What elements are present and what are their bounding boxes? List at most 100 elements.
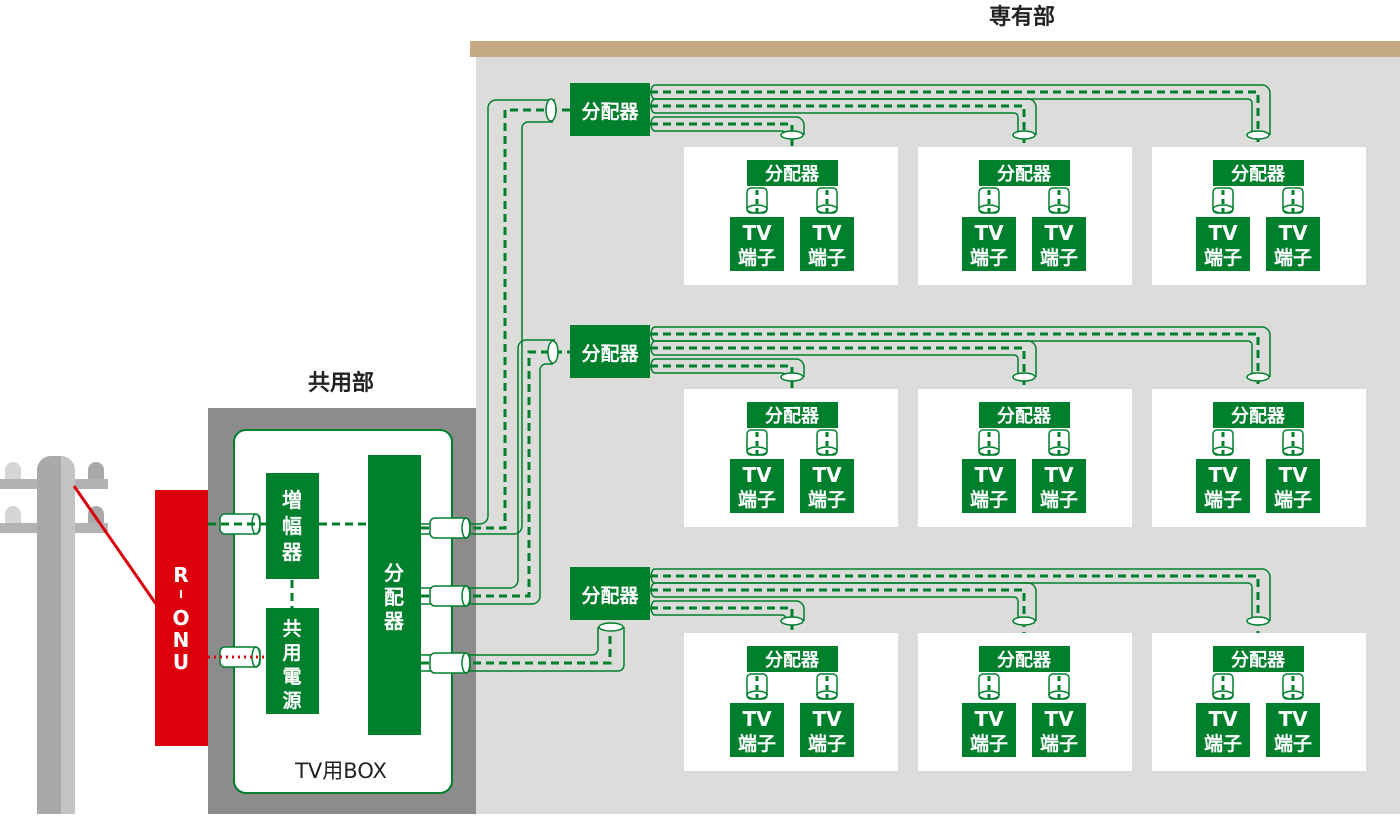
conduit-stub xyxy=(1282,673,1304,700)
svg-text:端子: 端子 xyxy=(808,488,846,511)
svg-text:端子: 端子 xyxy=(1204,488,1242,511)
svg-text:端子: 端子 xyxy=(1204,732,1242,755)
room-splitter-label: 分配器 xyxy=(1231,164,1286,185)
svg-text:分: 分 xyxy=(384,561,404,585)
svg-text:共: 共 xyxy=(282,618,301,640)
conduit-stub xyxy=(746,187,768,214)
conduit-stub xyxy=(1282,429,1304,456)
floor-splitter-label: 分配器 xyxy=(581,585,639,607)
svg-text:端子: 端子 xyxy=(1040,488,1078,511)
amplifier-label: 増幅器 xyxy=(281,488,303,564)
conduit-stub xyxy=(746,673,768,700)
branch-conduits xyxy=(650,326,1271,393)
svg-text:TV: TV xyxy=(1278,707,1308,731)
svg-text:増: 増 xyxy=(282,488,302,512)
room-splitter: 分配器 xyxy=(979,402,1070,428)
svg-text:TV: TV xyxy=(1044,707,1074,731)
svg-text:端子: 端子 xyxy=(738,488,776,511)
insulator-icon xyxy=(88,462,104,479)
svg-text:器: 器 xyxy=(281,540,303,564)
svg-text:端子: 端子 xyxy=(1274,488,1312,511)
svg-text:端子: 端子 xyxy=(970,246,1008,269)
room-splitter-label: 分配器 xyxy=(765,406,820,427)
svg-text:TV: TV xyxy=(1044,463,1074,487)
svg-text:端子: 端子 xyxy=(738,732,776,755)
conduit-stub xyxy=(429,585,471,607)
conduit-stub xyxy=(1212,429,1234,456)
svg-text:器: 器 xyxy=(383,609,405,633)
building-ceiling xyxy=(470,41,1400,57)
svg-text:TV: TV xyxy=(974,221,1004,245)
svg-text:端子: 端子 xyxy=(1204,246,1242,269)
svg-text:TV: TV xyxy=(1044,221,1074,245)
svg-text:電: 電 xyxy=(282,666,301,688)
tv-box-label: TV用BOX xyxy=(294,759,387,783)
room-splitter: 分配器 xyxy=(1213,402,1304,428)
floor-splitter: 分配器 xyxy=(570,325,650,378)
svg-text:TV: TV xyxy=(1278,463,1308,487)
svg-text:端子: 端子 xyxy=(1274,246,1312,269)
svg-text:O: O xyxy=(172,606,189,630)
svg-text:TV: TV xyxy=(742,221,772,245)
conduit-stub xyxy=(1282,187,1304,214)
conduit-stub xyxy=(978,673,1000,700)
drop-cable xyxy=(72,485,158,605)
room-splitter: 分配器 xyxy=(979,160,1070,186)
insulator-icon xyxy=(5,506,21,523)
svg-text:端子: 端子 xyxy=(1274,732,1312,755)
floor-splitter: 分配器 xyxy=(570,83,650,136)
room-splitter: 分配器 xyxy=(747,402,838,428)
svg-text:TV: TV xyxy=(974,707,1004,731)
svg-text:TV: TV xyxy=(1208,221,1238,245)
main-splitter: 分配器 xyxy=(368,455,421,735)
svg-text:用: 用 xyxy=(282,642,301,664)
room-splitter-label: 分配器 xyxy=(997,406,1052,427)
conduit-stub xyxy=(816,429,838,456)
common-area-title: 共用部 xyxy=(308,370,374,396)
room-splitter-label: 分配器 xyxy=(997,650,1052,671)
conduit-stub xyxy=(816,673,838,700)
svg-text:TV: TV xyxy=(742,707,772,731)
private-area-title: 専有部 xyxy=(989,4,1055,30)
svg-text:端子: 端子 xyxy=(1040,732,1078,755)
conduit-stub xyxy=(816,187,838,214)
room-splitter: 分配器 xyxy=(979,646,1070,672)
svg-text:TV: TV xyxy=(812,463,842,487)
svg-text:TV: TV xyxy=(812,707,842,731)
svg-text:端子: 端子 xyxy=(738,246,776,269)
svg-text:端子: 端子 xyxy=(970,488,1008,511)
svg-text:U: U xyxy=(173,650,189,674)
insulator-icon xyxy=(5,462,21,479)
room-splitter-label: 分配器 xyxy=(765,164,820,185)
svg-text:源: 源 xyxy=(282,689,301,712)
svg-text:端子: 端子 xyxy=(808,732,846,755)
floor-splitter-label: 分配器 xyxy=(581,101,639,123)
svg-text:TV: TV xyxy=(1208,707,1238,731)
room-splitter-label: 分配器 xyxy=(1231,406,1286,427)
svg-text:幅: 幅 xyxy=(282,514,302,538)
amplifier: 増幅器 xyxy=(266,473,319,579)
room-splitter: 分配器 xyxy=(747,160,838,186)
conduit-stub xyxy=(429,517,471,539)
